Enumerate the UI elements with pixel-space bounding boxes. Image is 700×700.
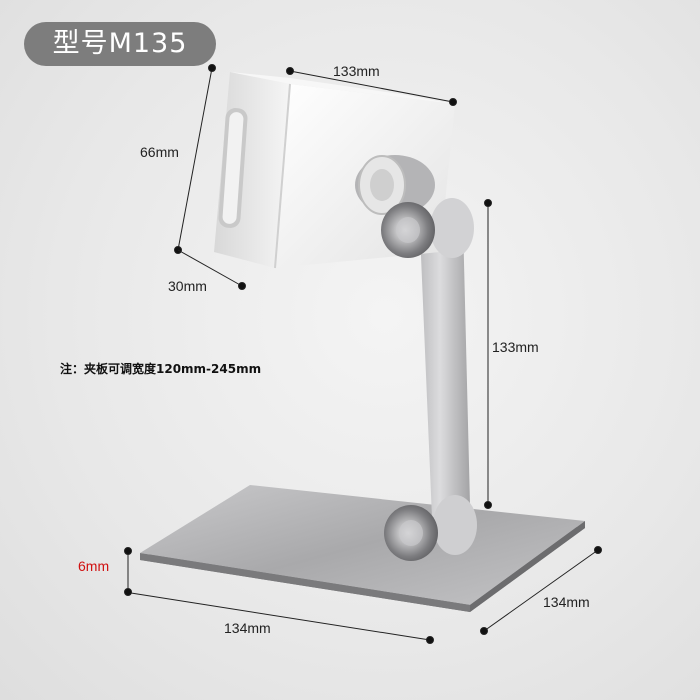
holder-height-label: 66mm: [140, 144, 179, 160]
upper-hinge: [381, 198, 474, 258]
model-badge: 型号M135: [24, 22, 216, 66]
holder-depth-label: 30mm: [168, 278, 207, 294]
lower-hinge: [384, 495, 477, 561]
dimension-lines: [124, 64, 602, 644]
base-thickness-label: 6mm: [78, 558, 110, 574]
support-arm: [420, 222, 474, 525]
holder-width-label: 133mm: [333, 63, 380, 79]
base-width-label: 134mm: [224, 620, 271, 636]
base-plate: [140, 485, 585, 612]
arm-height-label: 133mm: [492, 339, 539, 355]
base-depth-label: 134mm: [543, 594, 590, 610]
clamp-width-note: 注：夹板可调宽度120mm-245mm: [60, 362, 262, 376]
tightening-screw: [355, 155, 435, 215]
